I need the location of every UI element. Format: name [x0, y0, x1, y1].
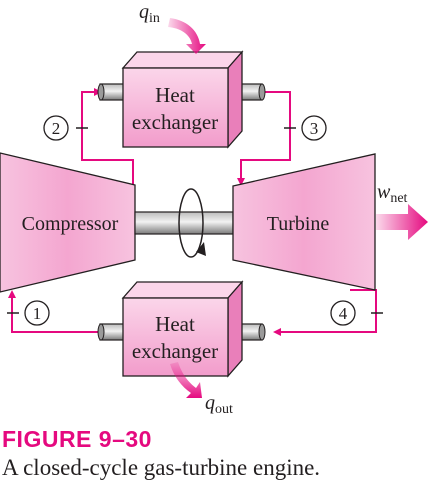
q-in-arrow: [168, 18, 206, 54]
top-hx-pipe-right-end: [258, 83, 266, 101]
flow-line-4: [273, 289, 377, 336]
q-out-label: qout: [205, 392, 233, 417]
top-hx-pipe-left-end: [97, 83, 105, 101]
flow-line-2: [81, 88, 134, 185]
bottom-hx-label-line1: Heat: [155, 312, 195, 336]
shaft-rotation-ring: [178, 188, 204, 258]
bottom-hx-top-face: [121, 281, 244, 299]
bottom-hx-pipe-left-end: [97, 323, 105, 341]
top-hx-top-face: [121, 51, 244, 69]
top-hx-label-line1: Heat: [155, 83, 195, 107]
top-hx-front-face: [122, 67, 229, 148]
state-label-1: 1: [33, 304, 42, 323]
turbine: [232, 153, 376, 291]
compressor-label: Compressor: [22, 213, 119, 235]
top-hx-label-line2: exchanger: [132, 110, 218, 134]
figure-title: FIGURE 9–30: [2, 426, 152, 452]
state-label-4: 4: [339, 304, 348, 323]
bottom-hx-label-line2: exchanger: [132, 339, 218, 363]
bottom-hx-pipe-right-end: [258, 323, 266, 341]
state-label-3: 3: [310, 119, 319, 138]
gas-turbine-diagram: Heat exchanger qin Compressor Turbine wn…: [0, 1, 428, 417]
state-label-2: 2: [52, 119, 61, 138]
q-in-label: qin: [139, 1, 160, 26]
state-marker-3: 3: [301, 115, 327, 141]
bottom-heat-exchanger: Heat exchanger: [97, 280, 266, 378]
shaft: [134, 211, 234, 235]
state-marker-4: 4: [330, 300, 356, 326]
w-net-label: wnet: [377, 181, 408, 206]
flow-line-1: [8, 290, 100, 333]
top-hx-side-face: [227, 50, 243, 149]
bottom-hx-side-face: [227, 280, 243, 378]
state-marker-2: 2: [43, 115, 69, 141]
w-net-arrow: [376, 204, 428, 240]
state-marker-1: 1: [24, 300, 50, 326]
q-out-arrow: [170, 362, 202, 398]
figure-caption: A closed-cycle gas-turbine engine.: [2, 455, 321, 480]
flow-line-3: [237, 91, 291, 186]
compressor: [0, 152, 136, 293]
top-heat-exchanger: Heat exchanger: [97, 50, 266, 149]
turbine-label: Turbine: [267, 213, 330, 235]
rotation-arrow-icon: [196, 242, 206, 256]
